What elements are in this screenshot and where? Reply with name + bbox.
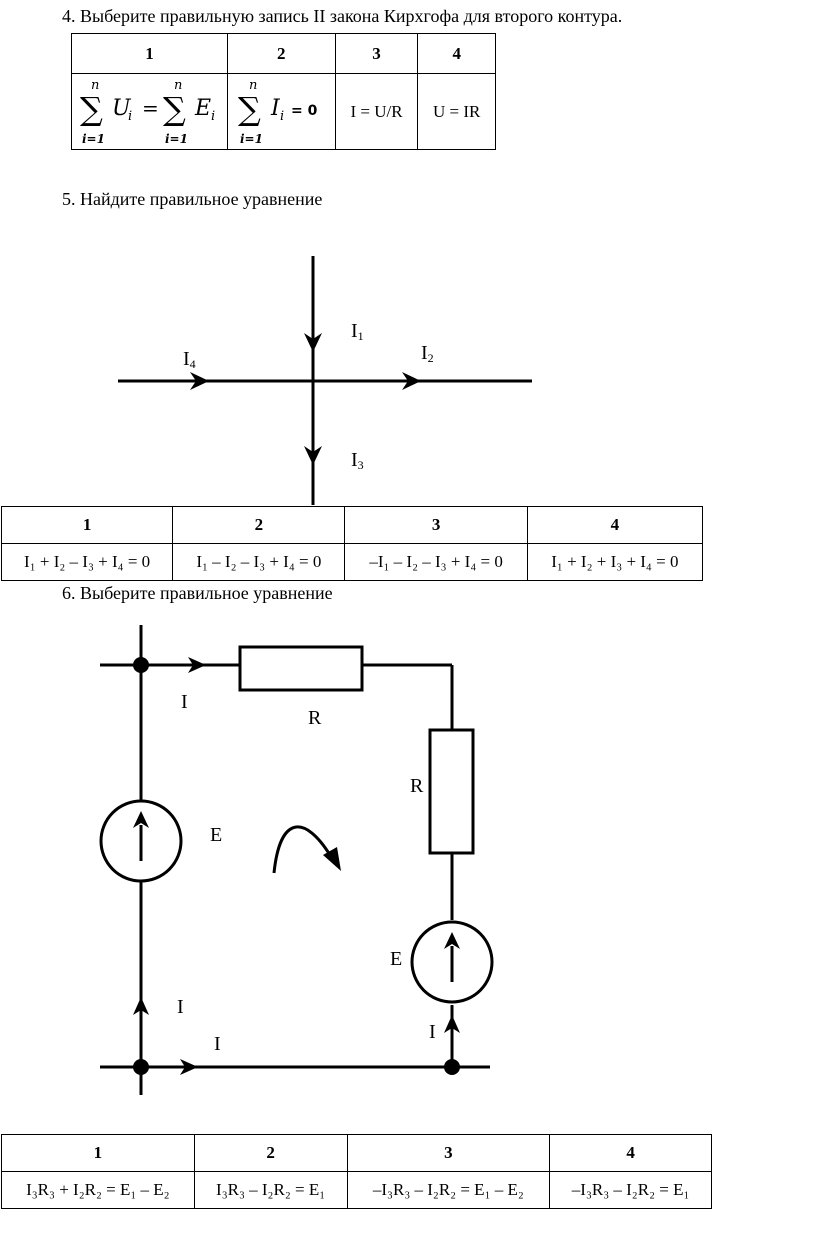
svg-text:∑: ∑ <box>238 90 261 128</box>
svg-text:i=1: i=1 <box>240 132 263 146</box>
q5-option-1: I₁ + I₂ – I₃ + I₄ = 0 <box>0 543 174 581</box>
q4-header-2: 2 <box>226 33 336 74</box>
svg-text:E: E <box>194 96 211 121</box>
q6-title: 6. Выберите правильное уравнение <box>62 583 333 603</box>
svg-text:U: U <box>112 96 132 121</box>
svg-text:n: n <box>91 78 99 93</box>
q5-arrow-i1-icon <box>304 333 322 352</box>
q5-option-4: I₁ + I₂ + I₃ + I₄ = 0 <box>526 543 704 581</box>
q5-header-1: 1 <box>0 506 174 544</box>
q6-label-e-right: E <box>390 948 403 970</box>
q6-arrow-bottom-icon <box>180 1059 198 1075</box>
q5-arrow-i2-icon <box>402 372 421 390</box>
q5-header-4: 4 <box>526 506 704 544</box>
q6-label-i-bottom: I <box>214 1033 221 1055</box>
q6-arrow-left-up-icon <box>133 997 149 1015</box>
svg-text:i: i <box>128 109 132 124</box>
q6-label-i-right: I <box>429 1021 436 1043</box>
q5-node-diagram <box>118 256 532 505</box>
q6-arrow-top-icon <box>188 657 206 673</box>
q6-loop-direction-arc <box>272 825 332 874</box>
q6-resistor-right <box>428 728 475 855</box>
q6-header-1: 1 <box>1 1134 195 1172</box>
q4-option-3: I = U/R <box>334 73 419 150</box>
q6-header-3: 3 <box>346 1134 551 1172</box>
svg-text:i: i <box>280 109 284 124</box>
q4-option-4: U = IR <box>417 73 496 150</box>
q6-table: 1 2 3 4 I₃R₃ + I₂R₂ = E₁ – E₂ I₃R₃ – I₂R… <box>1 1134 712 1209</box>
q4-title: 4. Выберите правильную запись II закона … <box>62 6 623 26</box>
q4-table: 1 2 3 4 n ∑ i=1 U i = n ∑ i=1 E i n ∑ <box>71 33 496 150</box>
svg-text:∑: ∑ <box>80 90 103 128</box>
q6-node-bottom-left <box>133 1059 149 1075</box>
q6-arrow-right-up-icon <box>444 1015 460 1033</box>
q6-header-2: 2 <box>193 1134 348 1172</box>
q6-option-1: I₃R₃ + I₂R₂ = E₁ – E₂ <box>1 1171 195 1209</box>
q6-node-top-left <box>133 657 149 673</box>
q5-arrow-i3-icon <box>304 446 322 465</box>
svg-text:I: I <box>270 96 281 121</box>
q5-header-3: 3 <box>344 506 528 544</box>
q6-header-4: 4 <box>549 1134 712 1172</box>
q4-option-2: n ∑ i=1 I i = 0 <box>226 73 336 150</box>
q5-option-3: –I₁ – I₂ – I₃ + I₄ = 0 <box>344 543 528 581</box>
q5-arrow-i4-icon <box>190 372 209 390</box>
q5-label-i4: I4 <box>183 348 196 371</box>
svg-text:n: n <box>174 78 182 93</box>
svg-text:∑: ∑ <box>163 90 186 128</box>
q6-label-i-left-bottom: I <box>177 996 184 1018</box>
q6-emf-left-arrow-icon <box>133 811 149 828</box>
q6-option-2: I₃R₃ – I₂R₂ = E₁ <box>193 1171 348 1209</box>
svg-text:i=1: i=1 <box>82 132 105 146</box>
svg-text:n: n <box>249 78 257 93</box>
q6-emf-right-arrow-icon <box>444 932 460 949</box>
q6-option-3: –I₃R₃ – I₂R₂ = E₁ – E₂ <box>346 1171 551 1209</box>
q6-loop-direction-arrow-icon <box>323 847 341 871</box>
q5-title: 5. Найдите правильное уравнение <box>62 189 323 209</box>
svg-text:= 0: = 0 <box>291 103 318 119</box>
q6-label-r-top: R <box>308 707 322 729</box>
q4-header-4: 4 <box>417 33 496 74</box>
q6-node-bottom-right <box>444 1059 460 1075</box>
q6-option-4: –I₃R₃ – I₂R₂ = E₁ <box>549 1171 712 1209</box>
q5-label-i1: I1 <box>351 320 364 343</box>
svg-text:i: i <box>211 109 215 124</box>
q4-option-1: n ∑ i=1 U i = n ∑ i=1 E i <box>71 73 228 150</box>
q5-header-2: 2 <box>172 506 346 544</box>
q6-resistor-top <box>238 645 364 692</box>
q5-table: 1 2 3 4 I₁ + I₂ – I₃ + I₄ = 0 I₁ – I₂ – … <box>0 506 704 581</box>
svg-text:i=1: i=1 <box>165 132 188 146</box>
q6-label-e-left: E <box>210 824 223 846</box>
q5-option-2: I₁ – I₂ – I₃ + I₄ = 0 <box>172 543 346 581</box>
q5-label-i2: I2 <box>421 342 434 365</box>
q6-label-i-top: I <box>181 691 188 713</box>
q5-label-i3: I3 <box>351 449 364 472</box>
q6-label-r-right: R <box>410 775 424 797</box>
q4-header-3: 3 <box>334 33 419 74</box>
q4-header-1: 1 <box>71 33 228 74</box>
svg-text:=: = <box>142 96 159 120</box>
q6-circuit-diagram <box>99 625 494 1095</box>
